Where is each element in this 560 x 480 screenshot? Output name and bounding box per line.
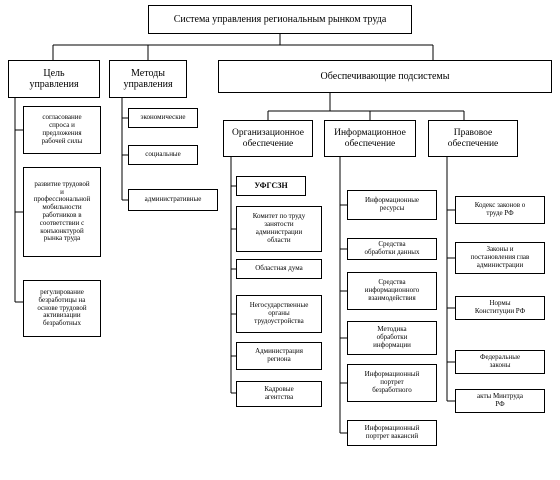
method-item: административные xyxy=(128,189,218,211)
subsystems-node: Обеспечивающие подсистемы xyxy=(218,60,552,93)
informational-item: Информационный портрет вакансий xyxy=(347,420,437,446)
informational-item: Информационный портрет безработного xyxy=(347,364,437,402)
organizational-item: Кадровые агентства xyxy=(236,381,322,407)
informational-item: Информационные ресурсы xyxy=(347,190,437,220)
goal-item: развитие трудовой и профессиональной моб… xyxy=(23,167,101,257)
goal-item: регулирование безработицы на основе труд… xyxy=(23,280,101,337)
organizational-item: Администрация региона xyxy=(236,342,322,370)
organizational-item: Негосударственные органы трудоустройства xyxy=(236,295,322,333)
methods-node: Методы управления xyxy=(109,60,187,98)
method-item: социальные xyxy=(128,145,198,165)
method-item: экономические xyxy=(128,108,198,128)
legal-item: Кодекс законов о труде РФ xyxy=(455,196,545,224)
root-node: Система управления региональным рынком т… xyxy=(148,5,412,34)
goals-node: Цель управления xyxy=(8,60,100,98)
informational-item: Средства информационного взаимодействия xyxy=(347,272,437,310)
legal-item: Нормы Конституции РФ xyxy=(455,296,545,320)
legal-node: Правовое обеспечение xyxy=(428,120,518,157)
informational-node: Информационное обеспечение xyxy=(324,120,416,157)
informational-item: Методика обработки информации xyxy=(347,321,437,355)
informational-item: Средства обработки данных xyxy=(347,238,437,260)
organizational-node: Организационное обеспечение xyxy=(223,120,313,157)
organizational-item: Областная дума xyxy=(236,259,322,279)
organizational-item: Комитет по труду занятости администрации… xyxy=(236,206,322,252)
organizational-item: УФГСЗН xyxy=(236,176,306,196)
goal-item: согласование спроса и предложения рабоче… xyxy=(23,106,101,154)
legal-item: Федеральные законы xyxy=(455,350,545,374)
legal-item: Законы и постановления глав администраци… xyxy=(455,242,545,274)
legal-item: акты Минтруда РФ xyxy=(455,389,545,413)
